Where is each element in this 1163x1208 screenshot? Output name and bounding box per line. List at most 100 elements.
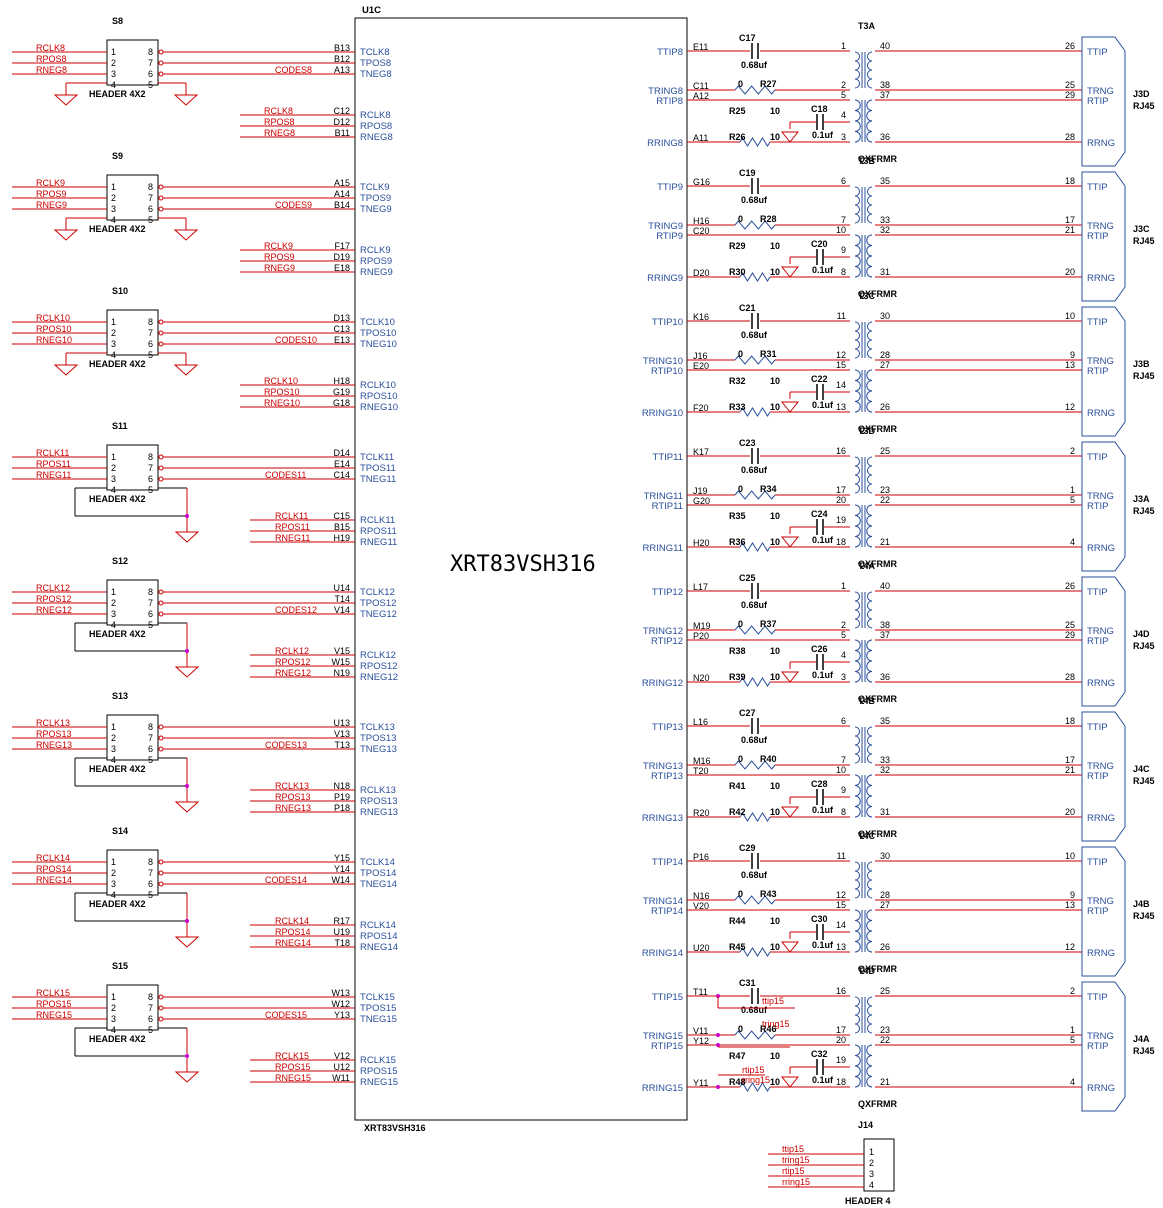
test-header-pin: 4 [869,1180,874,1190]
header-ref: S15 [112,961,128,971]
res-value: 10 [770,807,780,817]
jack-pin: 13 [1065,900,1075,910]
transformer-part: QXFRMR [858,829,897,839]
chip-ball-id: D12 [333,117,350,127]
res-value: 10 [770,1077,780,1087]
chip-part-number: XRT83VSH316 [450,552,596,577]
jack-ref: J4A [1133,1034,1150,1044]
xfmr-pin: 9 [841,245,846,255]
chip-pin-name: TTIP10 [652,317,683,328]
res-ref: R47 [729,1051,746,1061]
cap-ref: C30 [811,914,828,924]
res-ref: R37 [760,619,777,629]
xfmr-pin: 19 [836,515,846,525]
xfmr-pin: 33 [880,215,890,225]
cap-value: 0.68uf [741,195,768,205]
channel-ttip12: TTIP12TRING12RTIP12RRING12L17M19P20N20C2… [642,561,1155,707]
rx-net-label: RPOS15 [275,1062,311,1072]
res-ref: R46 [760,1024,777,1034]
jack-signal-label: RRNG [1087,138,1115,149]
input-net-label: RCLK10 [36,313,70,323]
chip-pin-name: TPOS14 [360,868,396,879]
jack-part: RJ45 [1133,101,1155,111]
chip-ball-id: G19 [333,387,350,397]
chip-pin-name: TCLK8 [360,47,390,58]
header-pin-left: 4 [111,755,116,765]
test-net-label: ttip15 [762,996,784,1006]
codes-net-label: CODES12 [275,605,317,615]
header-label: HEADER 4X2 [89,629,146,639]
cap-ref: C32 [811,1049,828,1059]
chip-ball-id: G16 [693,177,710,187]
junction-dot [185,649,189,653]
rx-primary-coil [854,639,861,683]
header-pin-right: 8 [148,722,153,732]
chip-ball-id: U14 [333,583,350,593]
rx-primary-coil [854,99,861,143]
chip-ball-id: Y13 [334,1010,350,1020]
input-net-label: RPOS12 [36,594,72,604]
xfmr-pin: 4 [841,110,846,120]
rj45-jack-body [1081,441,1126,572]
chip-pin-name: RRING14 [642,948,683,959]
transformer-ref: T3A [858,21,876,31]
xfmr-pin: 35 [880,176,890,186]
header-label: HEADER 4X2 [89,764,146,774]
input-net-label: RCLK11 [36,448,69,458]
jack-signal-label: RRNG [1087,1083,1115,1094]
jack-pin: 26 [1065,41,1075,51]
header-pin-right: 7 [148,1003,153,1013]
chip-pin-name: RPOS14 [360,931,398,942]
xfmr-pin: 1 [841,41,846,51]
rx-secondary-coil [866,99,873,143]
rx-primary-coil [854,369,861,413]
jack-pin: 12 [1065,402,1075,412]
header-pin-left: 2 [111,193,116,203]
chip-pin-name: RTIP14 [651,906,683,917]
pin-end [158,994,164,1000]
jack-signal-label: RRNG [1087,813,1115,824]
jack-pin: 25 [1065,80,1075,90]
rx-primary-coil [854,1044,861,1088]
pin-end [158,60,164,66]
res-value: 0 [738,1024,743,1034]
channel-ttip11: TTIP11TRING11RTIP11RRING11K17J19G20H20C2… [643,426,1155,572]
xfmr-pin: 10 [836,765,846,775]
rx-net-label: RCLK8 [264,106,293,116]
chip-ball-id: R20 [693,808,710,818]
chip-pin-name: RPOS12 [360,661,398,672]
header-pin-left: 4 [111,80,116,90]
res-value: 0 [738,214,743,224]
jack-signal-label: RTIP [1087,231,1108,242]
cap-ref: C23 [739,438,756,448]
transformer-ref: T4A [858,561,876,571]
header-ref: S11 [112,421,128,431]
pin-end [158,724,164,730]
xfmr-pin: 8 [841,267,846,277]
chip-ball-id: N19 [333,668,350,678]
header-pin-left: 1 [111,182,116,192]
chip-pin-name: RCLK10 [360,380,396,391]
cap-value: 0.68uf [741,870,768,880]
jack-part: RJ45 [1133,911,1155,921]
rj45-jack-body [1081,981,1126,1112]
xfmr-pin: 33 [880,755,890,765]
xfmr-pin: 12 [836,350,846,360]
res-ref: R32 [729,376,746,386]
pin-end [158,1005,164,1011]
cap-ref: C31 [739,978,756,988]
tx-secondary-coil [867,456,873,494]
chip-ball-id: V13 [334,729,350,739]
res-ref: R41 [729,781,746,791]
chip-pin-name: RNEG9 [360,267,393,278]
pin-end [158,465,164,471]
jack-pin: 29 [1065,630,1075,640]
xfmr-pin: 38 [880,80,890,90]
tx-primary-coil [854,996,860,1034]
jack-signal-label: RRNG [1087,408,1115,419]
tx-resistor [734,1030,776,1040]
chip-ball-id: N20 [693,673,710,683]
